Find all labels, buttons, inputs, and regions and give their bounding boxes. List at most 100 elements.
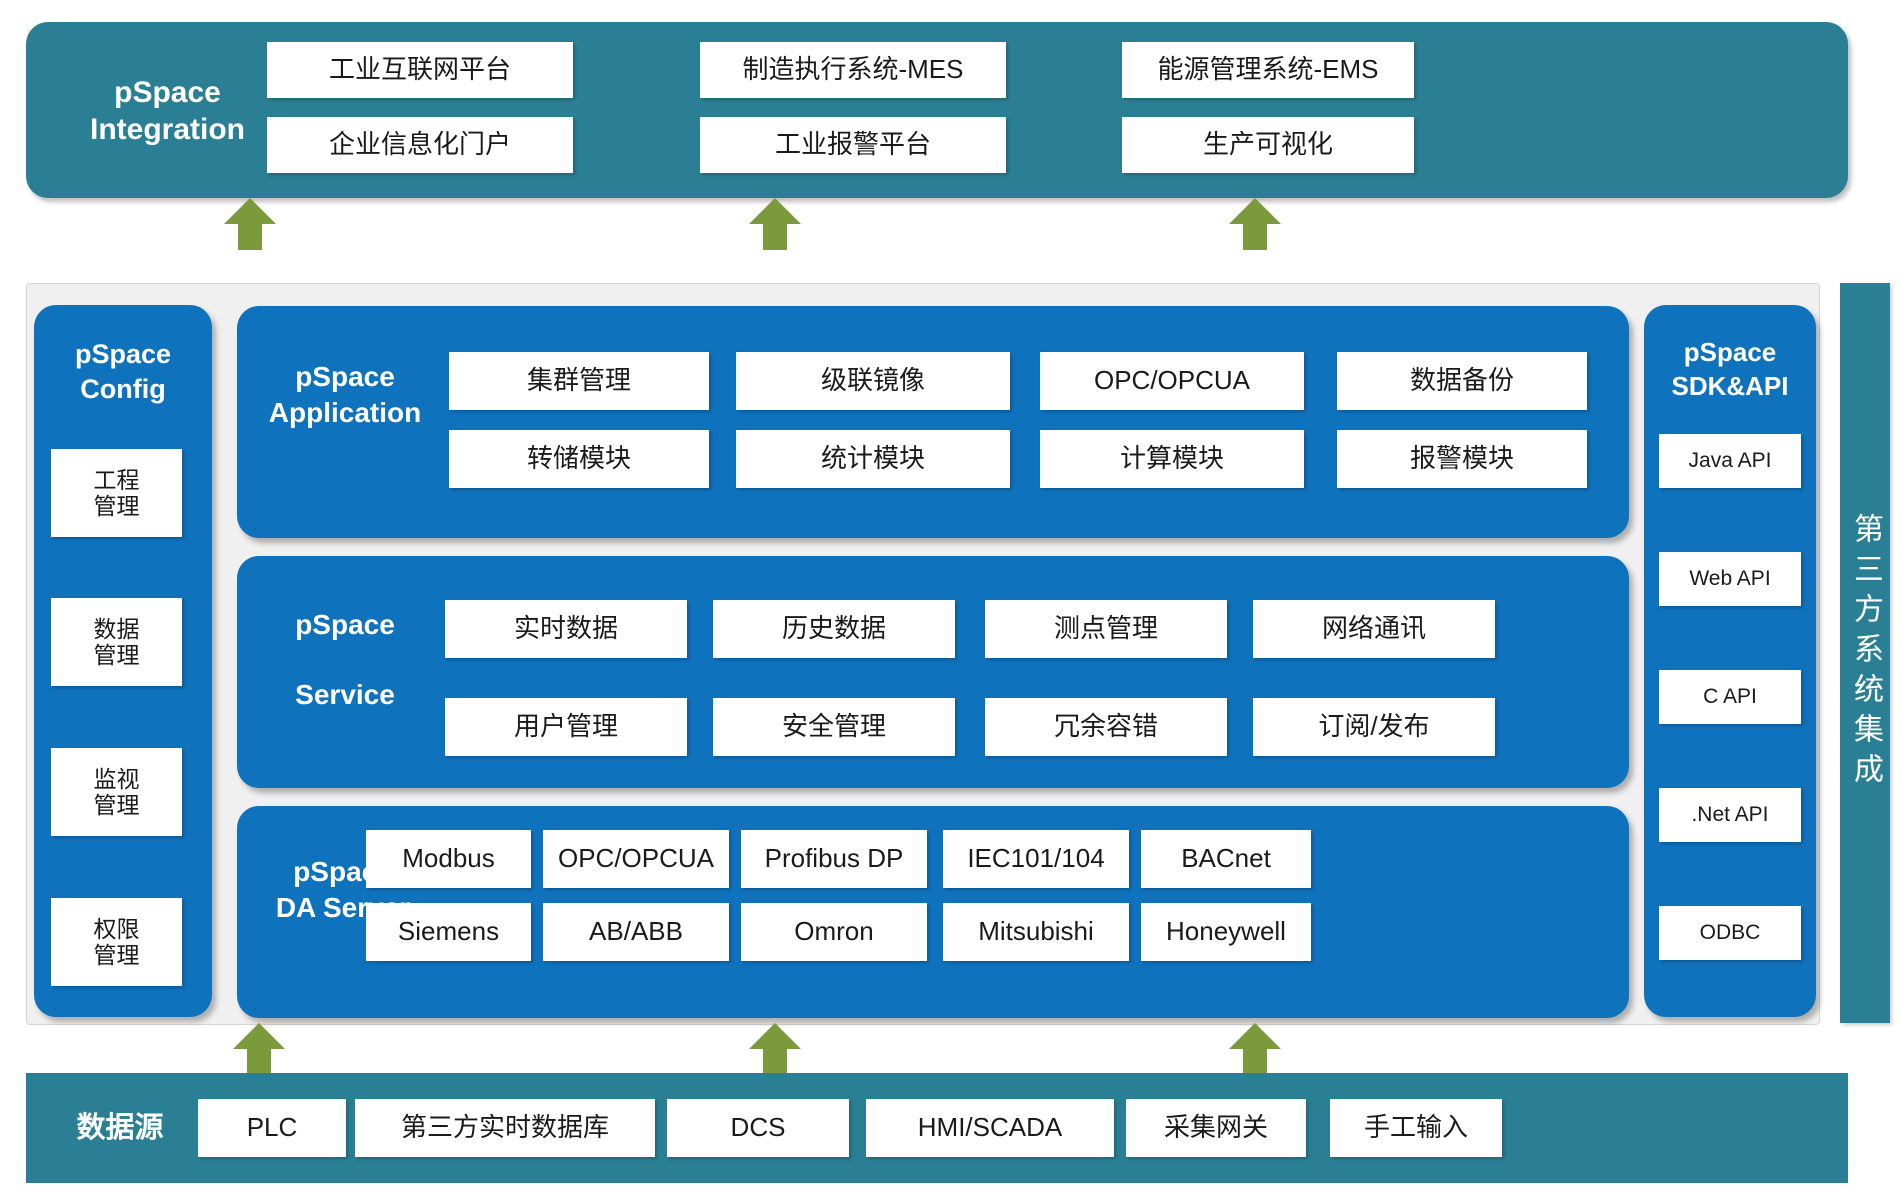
integration-cell-alarm-platform[interactable]: 工业报警平台: [700, 117, 1006, 173]
sdk-api-title: pSpace SDK&API: [1644, 330, 1816, 410]
cell-label: 计算模块: [1119, 443, 1224, 474]
application-cell-cluster-management[interactable]: 集群管理: [449, 352, 709, 410]
config-item-data-management[interactable]: 数据 管理: [51, 598, 182, 686]
cell-label: Honeywell: [1166, 916, 1286, 947]
sdk-api-item-odbc[interactable]: ODBC: [1659, 906, 1801, 960]
cell-label: 安全管理: [781, 711, 886, 742]
service-title-line1: pSpace: [295, 608, 395, 640]
application-cell-cascade-mirror[interactable]: 级联镜像: [736, 352, 1010, 410]
cell-label: AB/ABB: [589, 916, 683, 947]
integration-title-line1: pSpace: [114, 75, 221, 109]
sdk-api-item-java-api[interactable]: Java API: [1659, 434, 1801, 488]
arrow-up-to-integration-right: [1229, 198, 1281, 250]
service-cell-security-management[interactable]: 安全管理: [713, 698, 955, 756]
cell-label: 用户管理: [513, 711, 618, 742]
da-server-cell-mitsubishi[interactable]: Mitsubishi: [943, 903, 1129, 961]
application-cell-statistics-module[interactable]: 统计模块: [736, 430, 1010, 488]
arrow-up-from-source-right: [1229, 1023, 1281, 1075]
config-title-line2: Config: [80, 374, 166, 404]
application-cell-alarm-module[interactable]: 报警模块: [1337, 430, 1587, 488]
cell-label: Profibus DP: [764, 843, 904, 874]
data-source-title-label: 数据源: [76, 1111, 164, 1144]
cell-label: Siemens: [397, 916, 500, 947]
third-party-integration-bar: 第三方系统集成: [1840, 283, 1890, 1023]
service-cell-redundancy-fault-tolerance[interactable]: 冗余容错: [985, 698, 1227, 756]
da-server-cell-profibus-dp[interactable]: Profibus DP: [741, 830, 927, 888]
application-cell-transfer-module[interactable]: 转储模块: [449, 430, 709, 488]
config-title: pSpace Config: [34, 332, 212, 412]
cell-label: 网络通讯: [1321, 613, 1426, 644]
data-source-item-collection-gateway[interactable]: 采集网关: [1126, 1099, 1306, 1157]
da-server-cell-siemens[interactable]: Siemens: [366, 903, 531, 961]
cell-label: 数据备份: [1409, 365, 1514, 396]
sdk-api-item-c-api[interactable]: C API: [1659, 670, 1801, 724]
sdk-api-title-line2: SDK&API: [1671, 371, 1789, 401]
cell-label: Omron: [794, 916, 874, 947]
cell-label: PLC: [246, 1112, 298, 1143]
cell-label: HMI/SCADA: [917, 1112, 1063, 1143]
da-server-cell-omron[interactable]: Omron: [741, 903, 927, 961]
sdk-api-title-line1: pSpace: [1683, 337, 1777, 368]
da-server-cell-honeywell[interactable]: Honeywell: [1141, 903, 1311, 961]
integration-title: pSpace Integration: [60, 48, 275, 174]
sdk-api-item-net-api[interactable]: .Net API: [1659, 788, 1801, 842]
cell-label: 能源管理系统-EMS: [1157, 54, 1379, 85]
integration-cell-production-visualization[interactable]: 生产可视化: [1122, 117, 1414, 173]
da-server-cell-modbus[interactable]: Modbus: [366, 830, 531, 888]
application-panel: [237, 306, 1629, 538]
integration-cell-enterprise-portal[interactable]: 企业信息化门户: [267, 117, 573, 173]
cell-label: 统计模块: [820, 443, 925, 474]
service-cell-historical-data[interactable]: 历史数据: [713, 600, 955, 658]
cell-label: 订阅/发布: [1318, 711, 1430, 742]
service-cell-network-communication[interactable]: 网络通讯: [1253, 600, 1495, 658]
cell-label: 手工输入: [1363, 1112, 1468, 1143]
service-cell-user-management[interactable]: 用户管理: [445, 698, 687, 756]
service-cell-subscribe-publish[interactable]: 订阅/发布: [1253, 698, 1495, 756]
cell-label: 制造执行系统-MES: [742, 54, 964, 85]
application-cell-opc-opcua[interactable]: OPC/OPCUA: [1040, 352, 1304, 410]
cell-label: 历史数据: [781, 613, 886, 644]
config-item-monitor-management[interactable]: 监视 管理: [51, 748, 182, 836]
cell-label: OPC/OPCUA: [1093, 365, 1251, 396]
config-item-project-management[interactable]: 工程 管理: [51, 449, 182, 537]
data-source-item-third-party-rtdb[interactable]: 第三方实时数据库: [355, 1099, 655, 1157]
service-cell-tag-management[interactable]: 测点管理: [985, 600, 1227, 658]
da-server-cell-opc-opcua[interactable]: OPC/OPCUA: [543, 830, 729, 888]
cell-label: Mitsubishi: [978, 916, 1094, 947]
sdk-api-panel: [1644, 305, 1816, 1017]
config-item-permission-management[interactable]: 权限 管理: [51, 898, 182, 986]
cell-label-line1: 权限: [93, 915, 140, 942]
integration-cell-ems[interactable]: 能源管理系统-EMS: [1122, 42, 1414, 98]
cell-label-line1: 监视: [93, 765, 140, 792]
cell-label: ODBC: [1699, 920, 1761, 944]
cell-label: .Net API: [1691, 802, 1769, 826]
integration-cell-mes[interactable]: 制造执行系统-MES: [700, 42, 1006, 98]
arrow-up-from-source-center: [749, 1023, 801, 1075]
application-cell-calculation-module[interactable]: 计算模块: [1040, 430, 1304, 488]
application-title-line2: Application: [268, 397, 422, 428]
cell-label: 报警模块: [1409, 443, 1514, 474]
cell-label-line2: 管理: [93, 493, 140, 519]
cell-label-line2: 管理: [93, 792, 140, 818]
sdk-api-item-web-api[interactable]: Web API: [1659, 552, 1801, 606]
cell-label: Web API: [1689, 566, 1771, 590]
da-server-cell-iec101-104[interactable]: IEC101/104: [943, 830, 1129, 888]
cell-label: Modbus: [402, 843, 495, 874]
cell-label: 工业报警平台: [774, 129, 931, 160]
da-server-cell-ab-abb[interactable]: AB/ABB: [543, 903, 729, 961]
arrow-up-to-integration-left: [224, 198, 276, 250]
cell-label: 级联镜像: [820, 365, 925, 396]
application-title-line1: pSpace: [295, 360, 395, 392]
cell-label: C API: [1703, 684, 1757, 708]
integration-cell-industrial-internet-platform[interactable]: 工业互联网平台: [267, 42, 573, 98]
data-source-item-hmi-scada[interactable]: HMI/SCADA: [866, 1099, 1114, 1157]
application-cell-data-backup[interactable]: 数据备份: [1337, 352, 1587, 410]
data-source-item-plc[interactable]: PLC: [198, 1099, 346, 1157]
service-cell-realtime-data[interactable]: 实时数据: [445, 600, 687, 658]
application-title: pSpace Application: [250, 350, 440, 440]
cell-label: 转储模块: [526, 443, 631, 474]
da-server-cell-bacnet[interactable]: BACnet: [1141, 830, 1311, 888]
data-source-item-dcs[interactable]: DCS: [667, 1099, 849, 1157]
data-source-item-manual-input[interactable]: 手工输入: [1330, 1099, 1502, 1157]
